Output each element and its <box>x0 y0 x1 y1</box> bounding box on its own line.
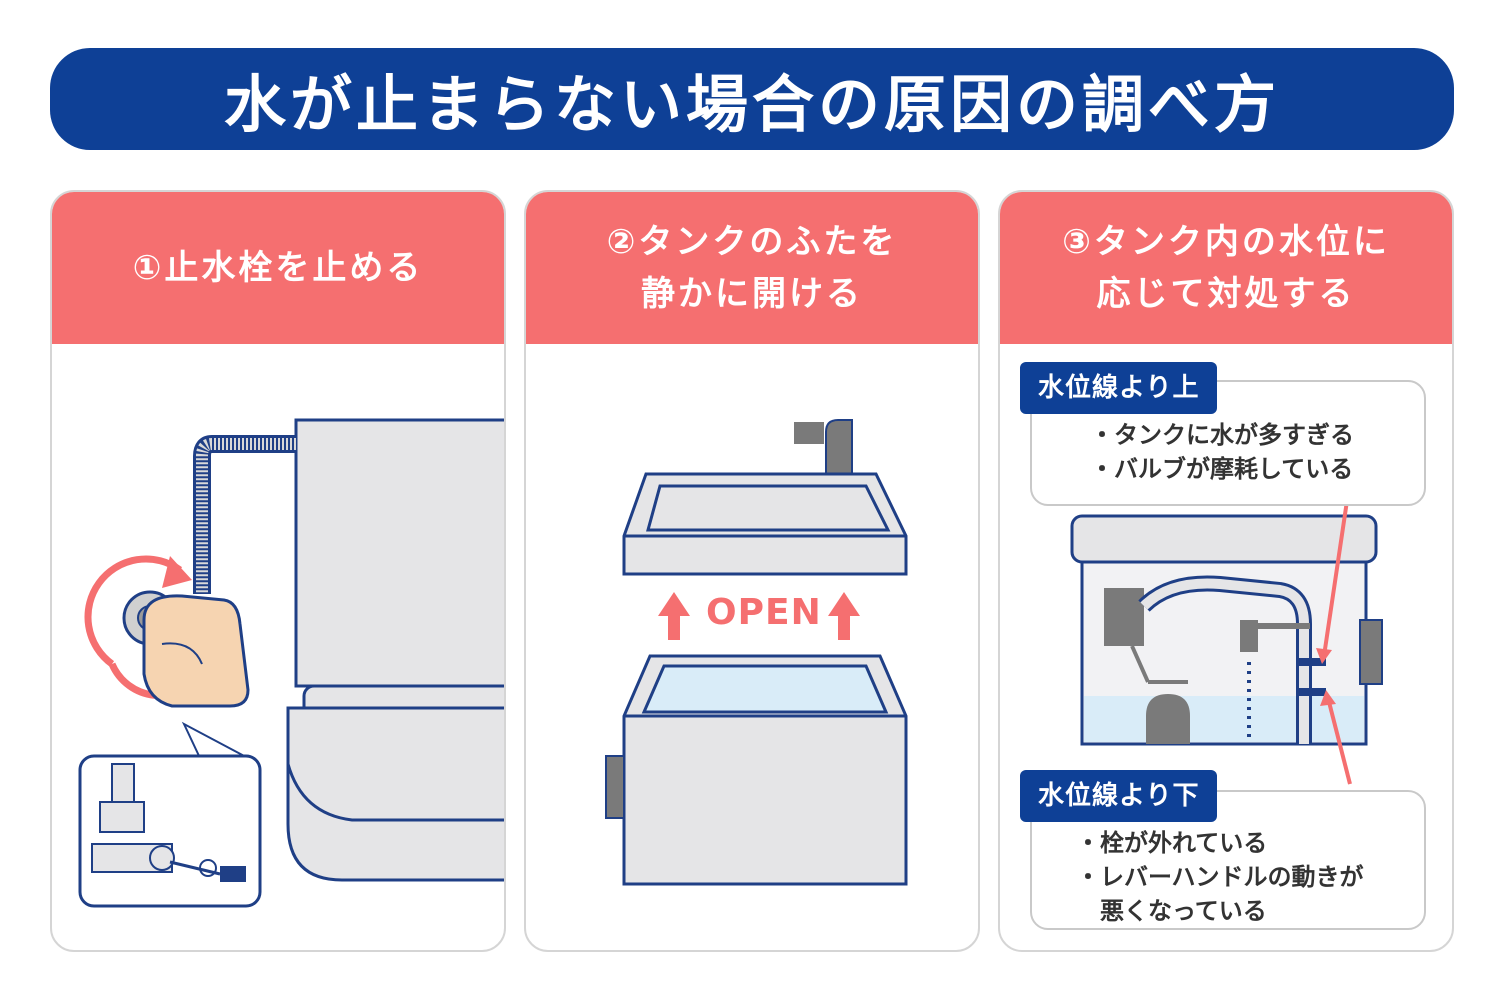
screwdriver-icon <box>220 866 246 882</box>
faucet-icon <box>825 419 853 474</box>
step-3-header: ③タンク内の水位に 応じて対処する <box>1000 192 1452 344</box>
step-3-title-line-2: 応じて対処する <box>1096 274 1356 314</box>
toilet-bowl-shape <box>286 706 504 882</box>
step-2-title-line-2: 静かに開ける <box>641 274 863 314</box>
step-2-illustration: OPEN <box>526 344 978 950</box>
step-2-panel: ②タンクのふたを 静かに開ける OPEN <box>524 190 980 952</box>
flush-lever-shape <box>605 755 625 819</box>
water-below-item-3: 悪くなっている <box>1076 897 1267 925</box>
up-arrow-right-icon <box>828 592 860 640</box>
rotate-arrow-icon <box>84 555 183 667</box>
step-3-illustration: ・タンクに水が多すぎる ・バルブが摩耗している 水位線より上 ・栓が外れている … <box>1000 344 1452 950</box>
water-below-tag: 水位線より下 <box>1020 770 1218 822</box>
tank-cover-shape <box>1070 514 1378 564</box>
step-1-header: ①止水栓を止める <box>52 192 504 344</box>
step-2-title-line-1: ②タンクのふたを <box>606 222 898 262</box>
page-title: 水が止まらない場合の原因の調べ方 <box>223 68 1280 141</box>
open-label: OPEN <box>706 592 822 633</box>
float-ball-shape <box>1146 694 1190 744</box>
water-above-item-2: ・バルブが摩耗している <box>1090 455 1354 483</box>
step-1-title: ①止水栓を止める <box>132 248 424 288</box>
water-below-item-1: ・栓が外れている <box>1076 829 1268 857</box>
water-below-item-2: ・レバーハンドルの動きが <box>1076 863 1364 891</box>
step-2-header: ②タンクのふたを 静かに開ける <box>526 192 978 344</box>
step-3-title-line-1: ③タンク内の水位に <box>1062 222 1390 262</box>
step-1-panel: ①止水栓を止める <box>50 190 506 952</box>
step-3-panel: ③タンク内の水位に 応じて対処する <box>998 190 1454 952</box>
water-above-item-1: ・タンクに水が多すぎる <box>1090 421 1354 449</box>
water-above-tag: 水位線より上 <box>1020 362 1218 414</box>
toilet-tank-shape <box>294 418 504 688</box>
title-banner: 水が止まらない場合の原因の調べ方 <box>50 48 1454 150</box>
hand-shape <box>142 594 250 708</box>
step-1-illustration <box>52 344 504 950</box>
up-arrow-left-icon <box>658 592 690 640</box>
